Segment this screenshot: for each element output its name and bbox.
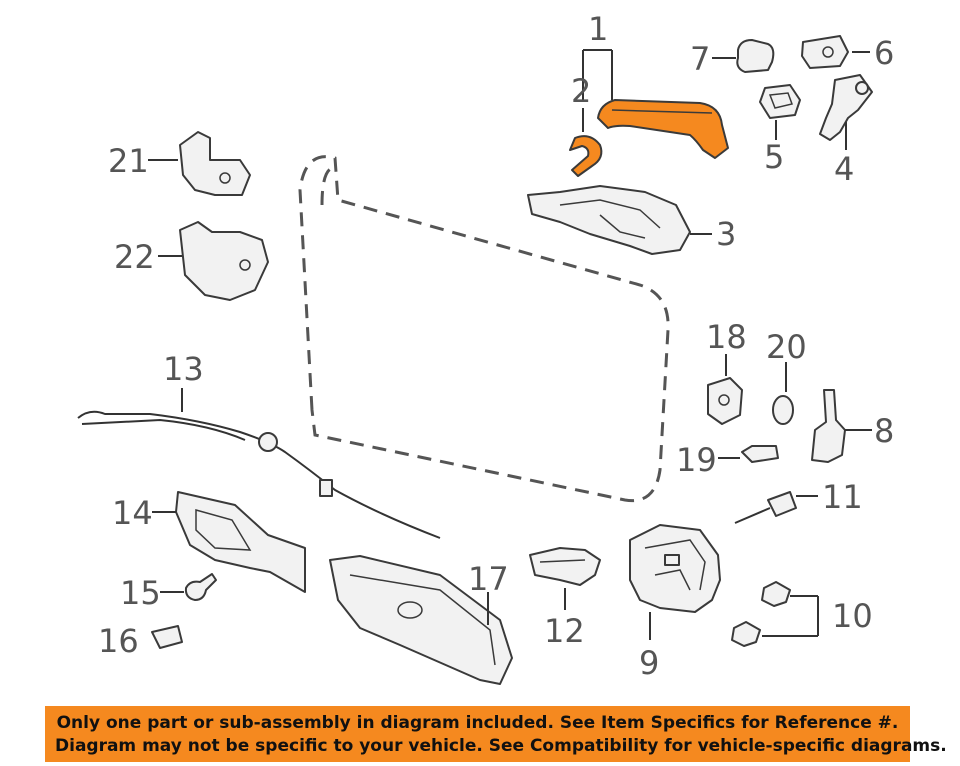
handle-bezel[interactable] — [329, 555, 513, 685]
callout-7: 7 — [690, 40, 710, 78]
callout-21: 21 — [108, 142, 149, 180]
clip[interactable] — [529, 547, 601, 586]
grommet[interactable] — [772, 395, 794, 425]
pin[interactable] — [734, 491, 797, 524]
handle-screw[interactable] — [184, 573, 217, 601]
callout-9: 9 — [639, 644, 659, 682]
leader-lines — [148, 49, 872, 640]
callout-14: 14 — [112, 494, 153, 532]
disclaimer-banner: Only one part or sub-assembly in diagram… — [45, 706, 947, 762]
lower-hinge[interactable] — [179, 221, 269, 301]
plug[interactable] — [151, 625, 183, 649]
door-frame-outline — [298, 155, 670, 503]
callout-5: 5 — [764, 138, 784, 176]
callout-18: 18 — [706, 318, 747, 356]
door-latch[interactable] — [629, 524, 721, 613]
callout-10: 10 — [832, 597, 873, 635]
cylinder-gasket[interactable] — [759, 84, 801, 119]
callout-15: 15 — [120, 574, 161, 612]
callout-1: 1 — [588, 10, 608, 48]
outside-door-handle[interactable] — [569, 99, 729, 177]
callout-6: 6 — [874, 34, 894, 72]
callout-3: 3 — [716, 215, 736, 253]
bracket-8[interactable] — [811, 389, 846, 463]
callout-16: 16 — [98, 622, 139, 660]
cylinder-cap[interactable] — [801, 35, 849, 69]
callout-2: 2 — [571, 72, 591, 110]
stopper[interactable] — [707, 377, 743, 425]
callout-11: 11 — [822, 478, 863, 516]
callout-8: 8 — [874, 412, 894, 450]
callout-22: 22 — [114, 238, 155, 276]
handle-cover[interactable] — [736, 39, 775, 73]
callout-12: 12 — [544, 612, 585, 650]
handle-bracket[interactable] — [527, 185, 691, 255]
latch-screws[interactable] — [731, 581, 791, 647]
callout-13: 13 — [163, 350, 204, 388]
bolt[interactable] — [741, 445, 779, 463]
upper-hinge[interactable] — [179, 131, 251, 196]
disclaimer-line-1: Only one part or sub-assembly in diagram… — [56, 713, 899, 733]
inside-handle[interactable] — [175, 491, 306, 593]
lock-cylinder[interactable] — [819, 74, 873, 141]
callout-labels: 1 2 3 4 5 6 7 8 9 10 11 12 13 14 15 16 1… — [98, 10, 894, 682]
callout-20: 20 — [766, 328, 807, 366]
parts-diagram: 1 2 3 4 5 6 7 8 9 10 11 12 13 14 15 16 1… — [77, 10, 894, 685]
callout-19: 19 — [676, 441, 717, 479]
door-cable[interactable] — [77, 410, 441, 539]
callout-4: 4 — [834, 150, 854, 188]
callout-17: 17 — [468, 560, 509, 598]
disclaimer-line-2: Diagram may not be specific to your vehi… — [55, 736, 947, 756]
